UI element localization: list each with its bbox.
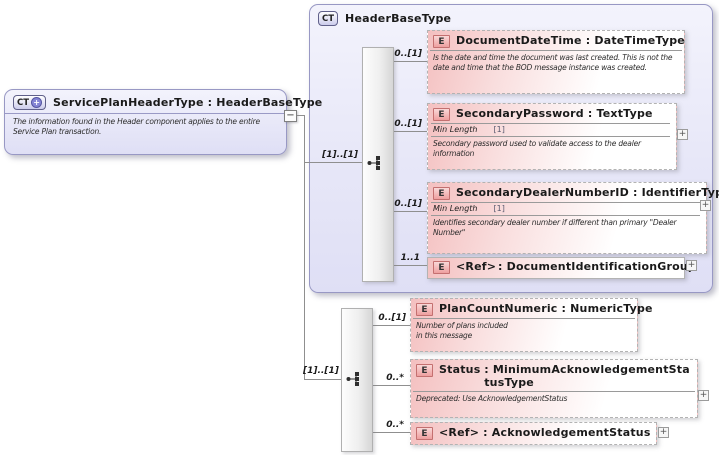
element-type: : DateTimeType	[585, 34, 685, 47]
cardinality-label: 1..1	[400, 253, 420, 263]
sequence-icon	[346, 372, 359, 386]
complextype-badge-label: CT	[17, 97, 30, 108]
connector-line	[392, 265, 427, 266]
facet-row: Min Length [1]	[431, 123, 670, 137]
element-type: : MinimumAcknowledgementStatusType	[484, 363, 690, 390]
element-type: : DocumentIdentificationGroup	[498, 260, 696, 273]
plus-icon: +	[678, 129, 687, 139]
connector-line	[371, 385, 410, 386]
element-name: PlanCountNumeric	[439, 302, 558, 315]
element-status[interactable]: E Status : MinimumAcknowledgementStatusT…	[410, 359, 698, 418]
element-documentdatetime[interactable]: E DocumentDateTime : DateTimeType Is the…	[427, 30, 685, 94]
element-secondarydealernumberid[interactable]: E SecondaryDealerNumberID : IdentifierTy…	[427, 182, 719, 254]
connector-line	[392, 61, 427, 62]
complextype-title: ServicePlanHeaderType : HeaderBaseType	[53, 96, 322, 109]
facet-value: [1]	[493, 204, 505, 213]
element-secondarypassword[interactable]: E SecondaryPassword : TextType Min Lengt…	[427, 103, 677, 170]
connector-line	[304, 115, 305, 380]
element-title-row: E PlanCountNumeric : NumericType	[413, 299, 653, 319]
complextype-title: HeaderBaseType	[345, 12, 452, 25]
element-title-row: E <Ref> : DocumentIdentificationGroup	[428, 258, 696, 276]
expand-button[interactable]: +	[677, 129, 688, 140]
element-ref-acknowledgementstatus[interactable]: E <Ref> : AcknowledgementStatus	[410, 422, 657, 445]
element-type: : NumericType	[561, 302, 653, 315]
cardinality-label: [1]..[1]	[322, 150, 358, 160]
complextype-name: ServicePlanHeaderType	[53, 96, 204, 109]
expand-button[interactable]: +	[658, 427, 669, 438]
element-type: : IdentifierType	[632, 186, 719, 199]
facet-row: Min Length [1]	[431, 202, 700, 216]
collapse-button[interactable]: −	[284, 110, 297, 122]
element-badge: E	[433, 108, 450, 121]
plus-icon: +	[701, 200, 710, 210]
element-badge: E	[433, 35, 450, 48]
divider	[5, 113, 286, 114]
element-name: <Ref>	[439, 426, 480, 439]
cardinality-label: 0..[1]	[378, 313, 406, 323]
expand-button[interactable]: +	[700, 200, 711, 211]
plus-icon: +	[687, 260, 696, 270]
cardinality-label: 0..*	[386, 420, 404, 430]
connector-line	[305, 162, 363, 163]
element-title-row: E SecondaryDealerNumberID : IdentifierTy…	[428, 183, 719, 202]
plus-icon: +	[659, 427, 668, 437]
element-name: SecondaryPassword	[456, 107, 584, 120]
element-title-row: E Status : MinimumAcknowledgementStatusT…	[413, 360, 695, 393]
element-name: <Ref>	[456, 260, 497, 273]
complextype-header: CT HeaderBaseType	[310, 5, 712, 30]
annotation-text: Secondary password used to validate acce…	[433, 139, 641, 159]
connector-line	[305, 379, 342, 380]
annotation-text: Is the date and time the document was la…	[433, 53, 673, 73]
element-badge: E	[416, 427, 433, 440]
annotation-text: Deprecated: Use AcknowledgementStatus	[416, 394, 568, 404]
element-plancountnumeric[interactable]: E PlanCountNumeric : NumericType Number …	[410, 298, 653, 352]
element-type: : AcknowledgementStatus	[483, 426, 651, 439]
plus-icon: +	[699, 390, 708, 400]
element-badge: E	[416, 364, 433, 377]
element-badge: E	[433, 187, 450, 200]
complextype-badge: CT +	[13, 95, 47, 110]
facet-name: Min Length	[433, 204, 478, 213]
annotation-text: The information found in the Header comp…	[13, 117, 260, 137]
facet-name: Min Length	[433, 125, 478, 134]
complextype-badge: CT	[318, 11, 339, 26]
connector-line	[297, 115, 304, 116]
derivation-plus-icon: +	[31, 97, 43, 108]
element-title-row: E <Ref> : AcknowledgementStatus	[411, 423, 656, 442]
annotation-text: Identifies secondary dealer number if di…	[433, 218, 677, 238]
complextype-base: : HeaderBaseType	[207, 96, 323, 109]
cardinality-label: 0..[1]	[394, 49, 422, 59]
connector-line	[371, 325, 410, 326]
element-ref-documentidentificationgroup[interactable]: E <Ref> : DocumentIdentificationGroup	[427, 257, 696, 279]
element-type: : TextType	[587, 107, 653, 120]
expand-button[interactable]: +	[698, 390, 709, 401]
complextype-serviceplanheadertype-box[interactable]: CT + ServicePlanHeaderType : HeaderBaseT…	[4, 89, 322, 155]
element-name: SecondaryDealerNumberID	[456, 186, 629, 199]
connector-line	[392, 131, 427, 132]
cardinality-label: 0..[1]	[394, 119, 422, 129]
facet-value: [1]	[493, 125, 505, 134]
connector-line	[392, 211, 427, 212]
sequence-icon	[367, 156, 380, 170]
element-name: Status	[439, 363, 481, 376]
expand-button[interactable]: +	[686, 260, 697, 271]
element-badge: E	[416, 303, 433, 316]
cardinality-label: 0..*	[386, 373, 404, 383]
element-title-row: E SecondaryPassword : TextType	[428, 104, 676, 123]
cardinality-label: [1]..[1]	[303, 366, 339, 376]
connector-line	[371, 432, 410, 433]
element-name: DocumentDateTime	[456, 34, 582, 47]
complextype-badge-label: CT	[322, 13, 335, 24]
cardinality-label: 0..[1]	[394, 199, 422, 209]
element-badge: E	[433, 261, 450, 274]
minus-icon: −	[286, 110, 295, 121]
element-title-row: E DocumentDateTime : DateTimeType	[430, 31, 685, 51]
complextype-header: CT + ServicePlanHeaderType : HeaderBaseT…	[5, 90, 322, 113]
annotation-text: Number of plans included in this message	[416, 321, 508, 341]
